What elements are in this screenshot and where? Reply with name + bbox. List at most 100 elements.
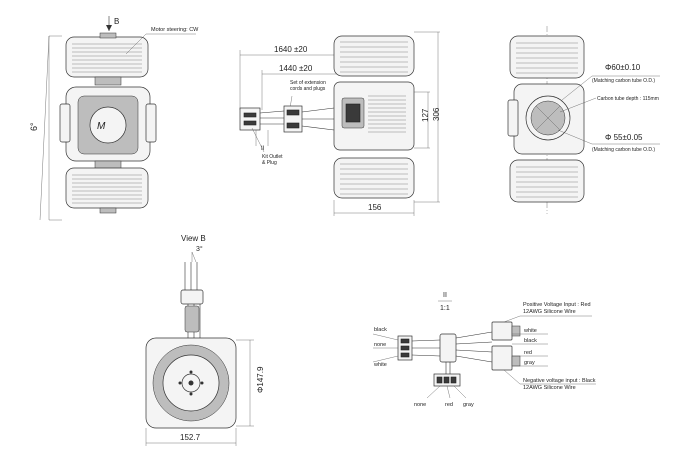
wiring-junction: [439, 333, 457, 363]
upper-mount: [94, 76, 122, 86]
left-wire-label: black: [374, 327, 387, 333]
view-b-width-label: 152.7: [180, 433, 201, 442]
wire-white: [455, 331, 493, 339]
top-view-heatsink: [368, 95, 406, 133]
view-b-bolt: [200, 381, 204, 385]
view-b-angle-line: [191, 251, 197, 263]
side-view-lower-motor: [509, 159, 585, 203]
top-view-lower-fins: [340, 163, 408, 195]
wiring-right-connector-bottom: [491, 345, 513, 371]
kit-outlet-plug: [239, 107, 261, 131]
side-view-upper-motor: [509, 35, 585, 79]
tube-cross: [535, 105, 561, 131]
side-view-upper-fins: [516, 42, 578, 74]
top-view-controller-screen: [345, 103, 361, 123]
wiring-section-mark: II: [443, 292, 447, 299]
left-clamp: [59, 103, 71, 143]
extension-cords-label: Set of extension cords and plugs: [290, 80, 327, 92]
left-wire-label: none: [374, 342, 386, 348]
negative-input-leader: [503, 369, 521, 385]
bottom-label-leader: [426, 385, 441, 399]
tube-depth-label: Carbon tube depth : 115mm: [597, 96, 659, 102]
view-b-title: View B: [181, 234, 206, 243]
negative-input-label: Negative voltage input : Black 12AWG Sil…: [523, 378, 597, 391]
tube-inner-label: Φ 55±0.05: [605, 133, 643, 142]
tube-outer-leader: [561, 75, 593, 101]
view-b-connector: [184, 305, 200, 333]
wire-black: [455, 341, 493, 345]
plug-contact: [243, 120, 257, 126]
bottom-wire-label: gray: [463, 402, 474, 408]
side-view-lower-fins: [516, 166, 578, 198]
wire-gray: [455, 355, 493, 363]
center-hub: [89, 106, 127, 144]
signal-wire: [411, 339, 441, 342]
top-view-upper-motor: [333, 35, 415, 77]
right-wire-label: red: [524, 350, 532, 356]
positive-input-leader: [503, 315, 521, 323]
top-section-mark: II: [261, 146, 265, 152]
right-wire-label: gray: [524, 360, 535, 366]
front-view: 6° B Motor steering: CW M: [29, 16, 199, 221]
view-b: View B 3° Φ147.9 152.7: [145, 234, 265, 446]
wiring-right-connector-top: [491, 321, 513, 341]
extension-wire: [301, 125, 335, 131]
view-b-angle: 3°: [196, 245, 203, 253]
dim-156-label: 156: [368, 203, 382, 212]
tube-inner-leader: [557, 129, 593, 145]
left-wire-label: white: [373, 362, 387, 368]
angle-line: [39, 35, 50, 221]
right-wire-label: black: [524, 338, 537, 344]
motor-steering-label: Motor steering: CW: [151, 27, 199, 33]
power-plug-negative: [511, 355, 521, 367]
tube-outer-label: Φ60±0.10: [605, 63, 641, 72]
view-b-arrowhead: [106, 25, 112, 31]
side-view-clamp: [507, 99, 519, 137]
left-label-leader: [372, 355, 399, 363]
upper-motor-disk: [65, 36, 149, 78]
lower-motor-fins: [72, 174, 142, 204]
view-b-bolt: [189, 370, 193, 374]
connector-pin: [450, 376, 457, 384]
left-label-leader: [372, 333, 399, 341]
connector-pin: [400, 345, 410, 351]
motor-steering-leader: [125, 33, 147, 55]
positive-input-label: Positive Voltage Input : Red 12AWG Silic…: [523, 302, 592, 315]
tube-depth-leader: [559, 97, 597, 113]
top-view-lower-motor: [333, 157, 415, 199]
view-b-plug: [180, 289, 204, 305]
extension-wire: [301, 107, 335, 113]
signal-wire: [411, 354, 441, 357]
view-b-bolt: [189, 392, 193, 396]
tube-inner-note: (Matching carbon tube O.D.): [592, 147, 655, 153]
connector-pin: [400, 338, 410, 344]
lower-motor-disk: [65, 167, 149, 209]
plug-contact: [286, 122, 300, 129]
right-wire-label: white: [523, 328, 537, 334]
dim-306-label: 306: [432, 107, 441, 121]
dim-1440-label: 1440 ±20: [279, 64, 313, 73]
view-b-arrow-label: B: [114, 17, 119, 26]
plug-contact: [243, 112, 257, 118]
power-plug-positive: [511, 325, 521, 337]
bottom-label-leader: [446, 385, 451, 399]
extension-wire: [259, 110, 285, 114]
upper-shaft: [99, 32, 117, 39]
connector-pin: [400, 352, 410, 358]
bottom-label-leader: [453, 385, 467, 399]
right-clamp: [145, 103, 157, 143]
dim-127-label: 127: [421, 108, 430, 122]
connector-pin: [443, 376, 450, 384]
front-angle-label: 6°: [29, 122, 39, 131]
top-view: 1640 ±20 1440 ±20 Set of extension cords…: [239, 31, 441, 216]
top-view-upper-fins: [340, 41, 408, 73]
view-b-diameter-label: Φ147.9: [256, 366, 265, 393]
upper-motor-fins: [72, 43, 142, 73]
tube-outer-note: (Matching carbon tube O.D.): [592, 78, 655, 84]
lower-shaft: [99, 207, 117, 214]
plug-contact: [286, 109, 300, 116]
wiring-scale: 1:1: [440, 305, 450, 312]
view-b-bolt: [178, 381, 182, 385]
bottom-wire-label: red: [445, 402, 453, 408]
